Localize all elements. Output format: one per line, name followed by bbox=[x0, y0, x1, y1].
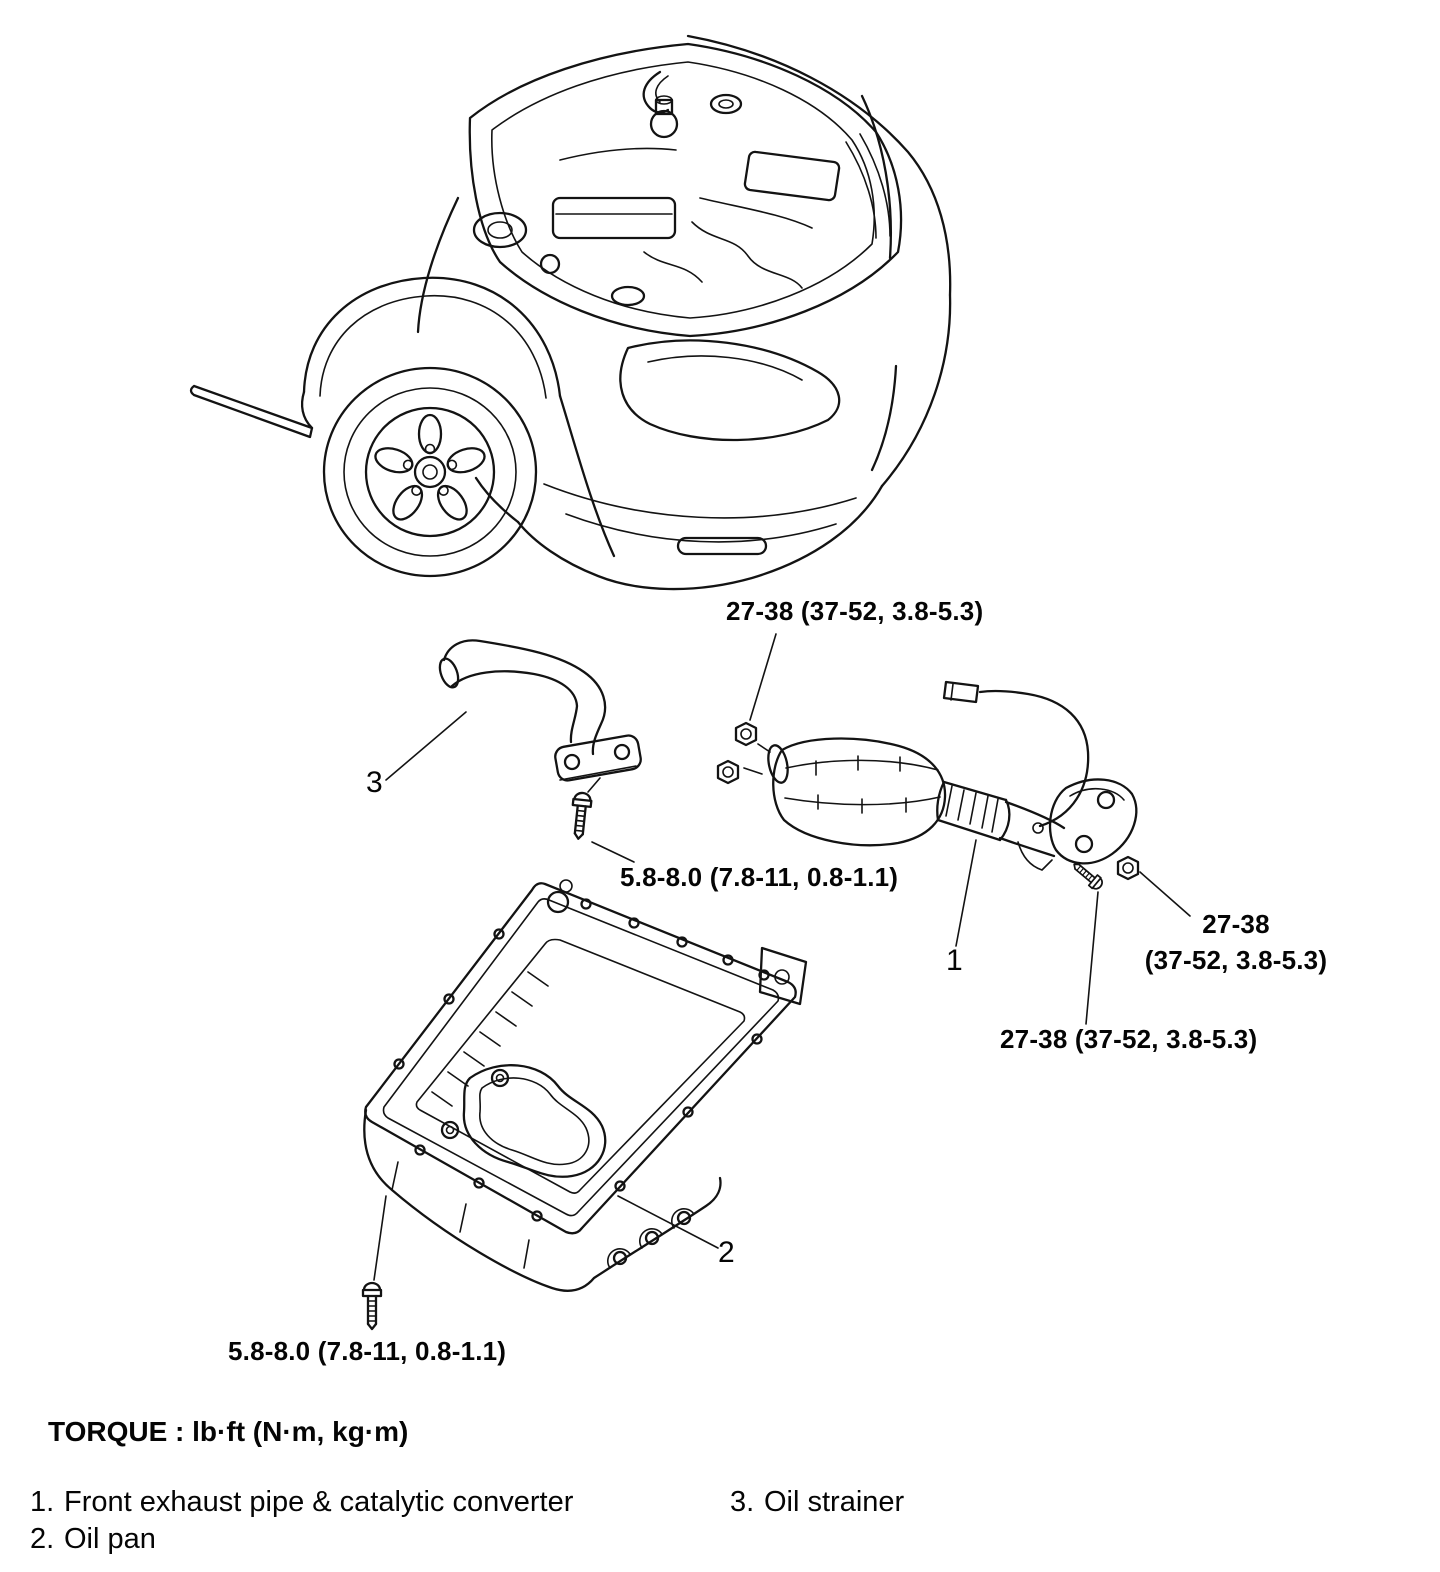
leader-line-top-torque bbox=[749, 633, 777, 721]
torque-label-flange-right-line1: 27-38 bbox=[1202, 909, 1270, 939]
part-2-number: 2. bbox=[30, 1523, 55, 1555]
part-1-number: 1. bbox=[30, 1486, 55, 1518]
leader-line-right-torque bbox=[1139, 871, 1191, 917]
nut-icon-upper bbox=[734, 721, 758, 747]
part-3-number: 3. bbox=[730, 1486, 755, 1518]
leader-line-lower-torque bbox=[1085, 891, 1099, 1025]
car-front-illustration bbox=[189, 34, 952, 591]
wheel-spokes bbox=[374, 413, 486, 521]
torque-label-flange-lower: 27-38 (37-52, 3.8-5.3) bbox=[1000, 1024, 1258, 1054]
nut-icon-flange bbox=[1116, 855, 1140, 881]
oxygen-sensor-wire bbox=[978, 689, 1090, 828]
connector-icon bbox=[942, 680, 980, 704]
nut-icon-lower bbox=[716, 759, 740, 785]
oil-pan-flange-holes bbox=[393, 898, 770, 1222]
leader-line-callout-3 bbox=[385, 711, 467, 781]
callout-number-2: 2 bbox=[718, 1236, 735, 1269]
torque-label-flange-right: 27-38 (37-52, 3.8-5.3) bbox=[1138, 906, 1334, 978]
callout-number-1: 1 bbox=[946, 944, 963, 977]
part-list-item-1: 1. Front exhaust pipe & catalytic convert… bbox=[30, 1486, 573, 1519]
bolt-icon-strainer bbox=[568, 790, 594, 841]
leader-line-pan-bolt bbox=[373, 1195, 387, 1281]
leader-line-callout-2 bbox=[617, 1195, 719, 1249]
leader-line-callout-1 bbox=[955, 839, 977, 947]
callout-number-3: 3 bbox=[366, 766, 383, 799]
bolt-icon-oil-pan bbox=[361, 1281, 383, 1331]
leader-line-strainer-bolt bbox=[587, 777, 601, 793]
torque-label-strainer-bolt: 5.8-8.0 (7.8-11, 0.8-1.1) bbox=[620, 862, 899, 892]
leader-line-strainer-torque bbox=[591, 841, 635, 863]
part-1-name: Front exhaust pipe & catalytic converter bbox=[64, 1486, 574, 1518]
part-list-item-3: 3. Oil strainer bbox=[730, 1486, 904, 1519]
part-2-name: Oil pan bbox=[64, 1523, 156, 1555]
catalytic-converter-drawing bbox=[716, 633, 1191, 1025]
part-list-item-2: 2. Oil pan bbox=[30, 1523, 156, 1556]
part-3-name: Oil strainer bbox=[764, 1486, 905, 1518]
torque-label-oil-pan-bolt: 5.8-8.0 (7.8-11, 0.8-1.1) bbox=[228, 1336, 507, 1366]
torque-units-note: TORQUE : lb·ft (N·m, kg·m) bbox=[48, 1416, 409, 1447]
oil-pan-drawing bbox=[361, 879, 808, 1331]
oil-strainer-drawing bbox=[385, 639, 642, 863]
torque-label-flange-right-line2: (37-52, 3.8-5.3) bbox=[1144, 945, 1328, 975]
torque-label-converter-top: 27-38 (37-52, 3.8-5.3) bbox=[726, 596, 984, 626]
